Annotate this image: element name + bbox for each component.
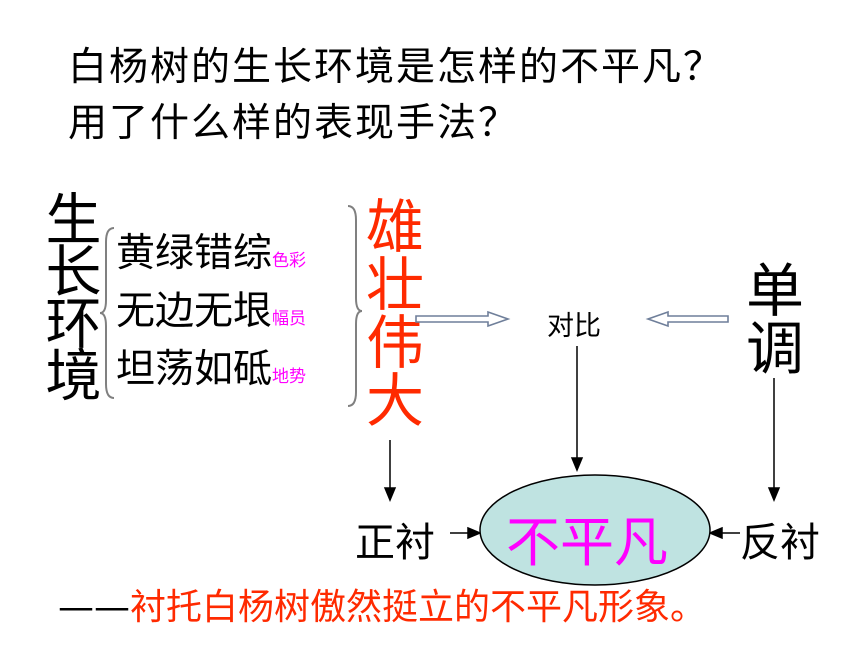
contrast-label: 对比: [547, 311, 601, 342]
arrow-monotone-down: [767, 378, 781, 502]
feature-tag: 地势: [272, 367, 307, 387]
positive-contrast-label: 正衬: [355, 520, 435, 566]
arrow-negative-to-center: [708, 526, 740, 540]
environment-label: 生长环境: [36, 190, 101, 398]
left-brace: [99, 227, 115, 399]
arrow-majestic-down: [383, 440, 397, 502]
question-line-1: 白杨树的生长环境是怎样的不平凡？: [68, 45, 725, 90]
feature-row-1: 黄绿错综色彩: [116, 222, 306, 278]
feature-text: 坦荡如砥: [116, 347, 273, 392]
monotone-label: 单调: [736, 260, 804, 376]
conclusion-text: 衬托白杨树傲然挺立的不平凡形象。: [130, 587, 707, 628]
center-ellipse: [479, 474, 711, 586]
arrow-majestic-to-contrast: [415, 310, 511, 328]
negative-contrast-label: 反衬: [740, 520, 820, 566]
feature-text: 无边无垠: [116, 289, 273, 334]
right-brace: [347, 205, 363, 407]
conclusion: ——衬托白杨树傲然挺立的不平凡形象。: [58, 586, 706, 630]
feature-row-2: 无边无垠幅员: [116, 280, 306, 336]
arrow-contrast-down: [570, 346, 584, 472]
feature-text: 黄绿错综: [116, 231, 273, 276]
question-line-2: 用了什么样的表现手法？: [68, 101, 520, 146]
center-label: 不平凡: [506, 511, 668, 574]
arrow-positive-to-center: [450, 526, 482, 540]
feature-row-3: 坦荡如砥地势: [116, 338, 306, 394]
feature-tag: 色彩: [272, 251, 307, 271]
majestic-label: 雄壮伟大: [356, 196, 424, 428]
feature-tag: 幅员: [272, 309, 307, 329]
arrow-monotone-to-contrast: [645, 310, 729, 328]
conclusion-dash: ——: [58, 587, 130, 628]
